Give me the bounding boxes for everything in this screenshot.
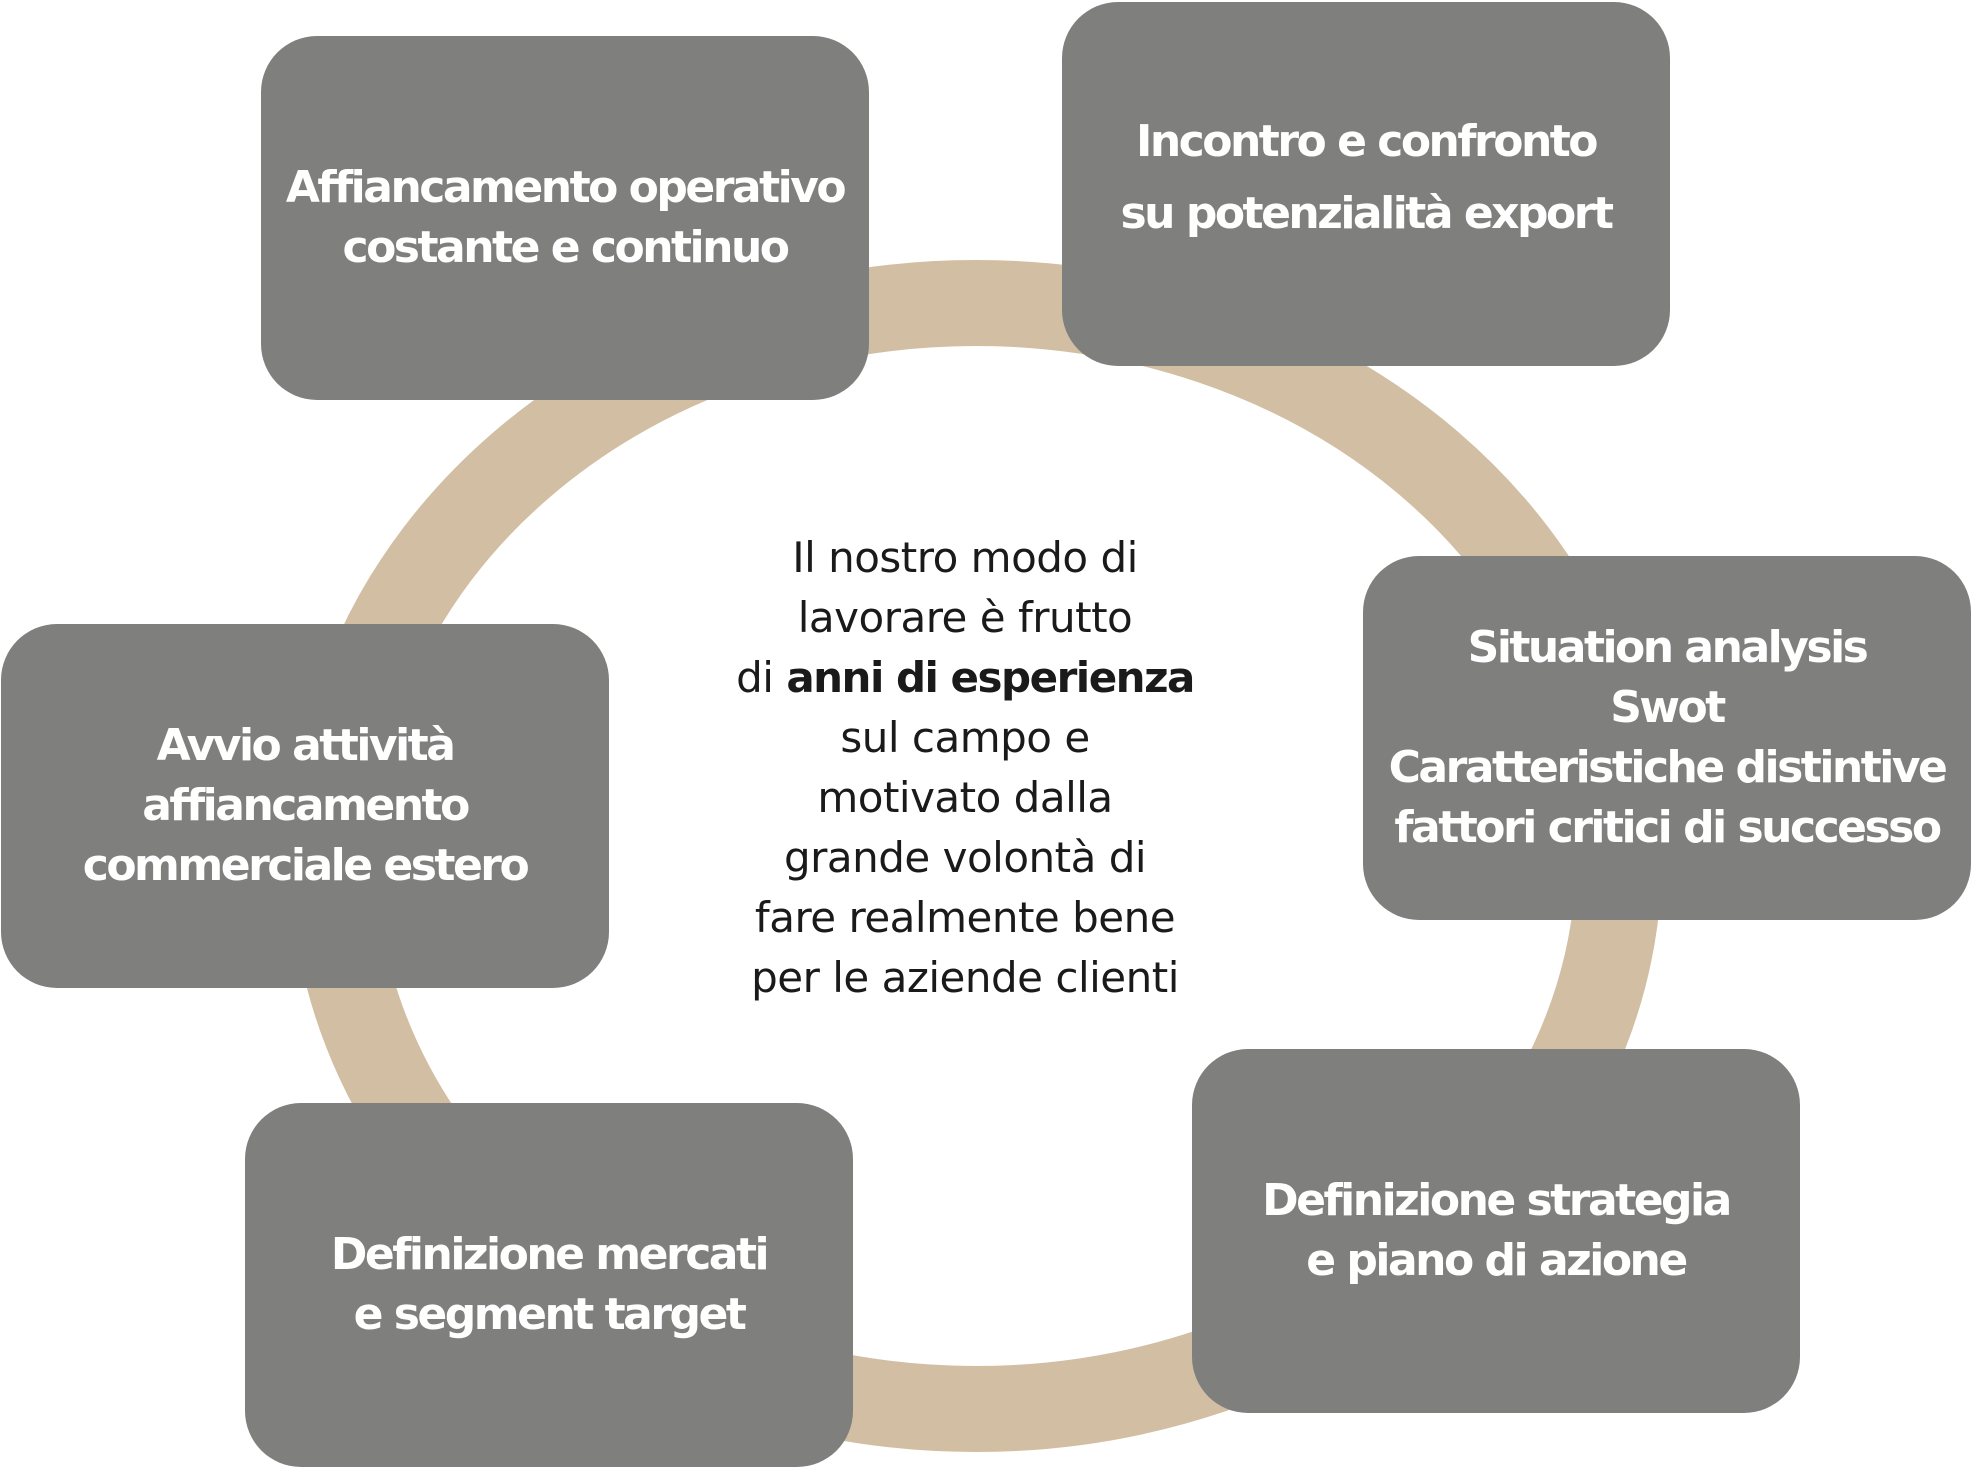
step-export-potential-box: Incontro e confronto su potenzialità exp… bbox=[1062, 2, 1670, 366]
center-line-1: Il nostro modo di bbox=[792, 533, 1138, 582]
step-3-line-2: e piano di azione bbox=[1306, 1235, 1688, 1286]
center-line-7: fare realmente bene bbox=[754, 893, 1176, 942]
step-6-line-2: costante e continuo bbox=[342, 222, 790, 273]
center-line-3-emphasis: anni di esperienza bbox=[786, 653, 1195, 702]
step-5-line-3: commerciale estero bbox=[82, 840, 530, 891]
center-statement: Il nostro modo di lavorare è frutto di a… bbox=[665, 528, 1265, 1008]
center-line-3-prefix: di bbox=[736, 653, 787, 702]
step-5-line-1: Avvio attività bbox=[156, 720, 456, 771]
step-market-definition-box: Definizione mercati e segment target bbox=[245, 1103, 853, 1467]
center-line-8: per le aziende clienti bbox=[751, 953, 1179, 1002]
step-4-line-2: e segment target bbox=[353, 1289, 747, 1340]
step-5-line-2: affiancamento bbox=[142, 780, 470, 831]
center-line-4: sul campo e bbox=[840, 713, 1090, 762]
center-line-3: di anni di esperienza bbox=[665, 648, 1265, 708]
center-line-2: lavorare è frutto bbox=[797, 593, 1133, 642]
step-2-line-3: Caratteristiche distintive bbox=[1388, 742, 1948, 793]
step-strategy-definition-box: Definizione strategia e piano di azione bbox=[1192, 1049, 1800, 1413]
step-situation-analysis-box: Situation analysis Swot Caratteristiche … bbox=[1363, 556, 1971, 920]
step-2-line-2: Swot bbox=[1610, 682, 1726, 733]
center-line-6: grande volontà di bbox=[783, 833, 1147, 882]
center-line-5: motivato dalla bbox=[817, 773, 1113, 822]
step-3-line-1: Definizione strategia bbox=[1262, 1175, 1732, 1226]
step-2-line-1: Situation analysis bbox=[1467, 622, 1869, 673]
step-1-line-2: su potenzialità export bbox=[1120, 188, 1614, 239]
step-operational-support-box: Affiancamento operativo costante e conti… bbox=[261, 36, 869, 400]
step-2-line-4: fattori critici di successo bbox=[1394, 802, 1942, 853]
step-4-line-1: Definizione mercati bbox=[330, 1229, 770, 1280]
step-commercial-launch-box: Avvio attività affiancamento commerciale… bbox=[1, 624, 609, 988]
step-1-line-1: Incontro e confronto bbox=[1135, 116, 1599, 167]
step-6-line-1: Affiancamento operativo bbox=[285, 162, 847, 213]
